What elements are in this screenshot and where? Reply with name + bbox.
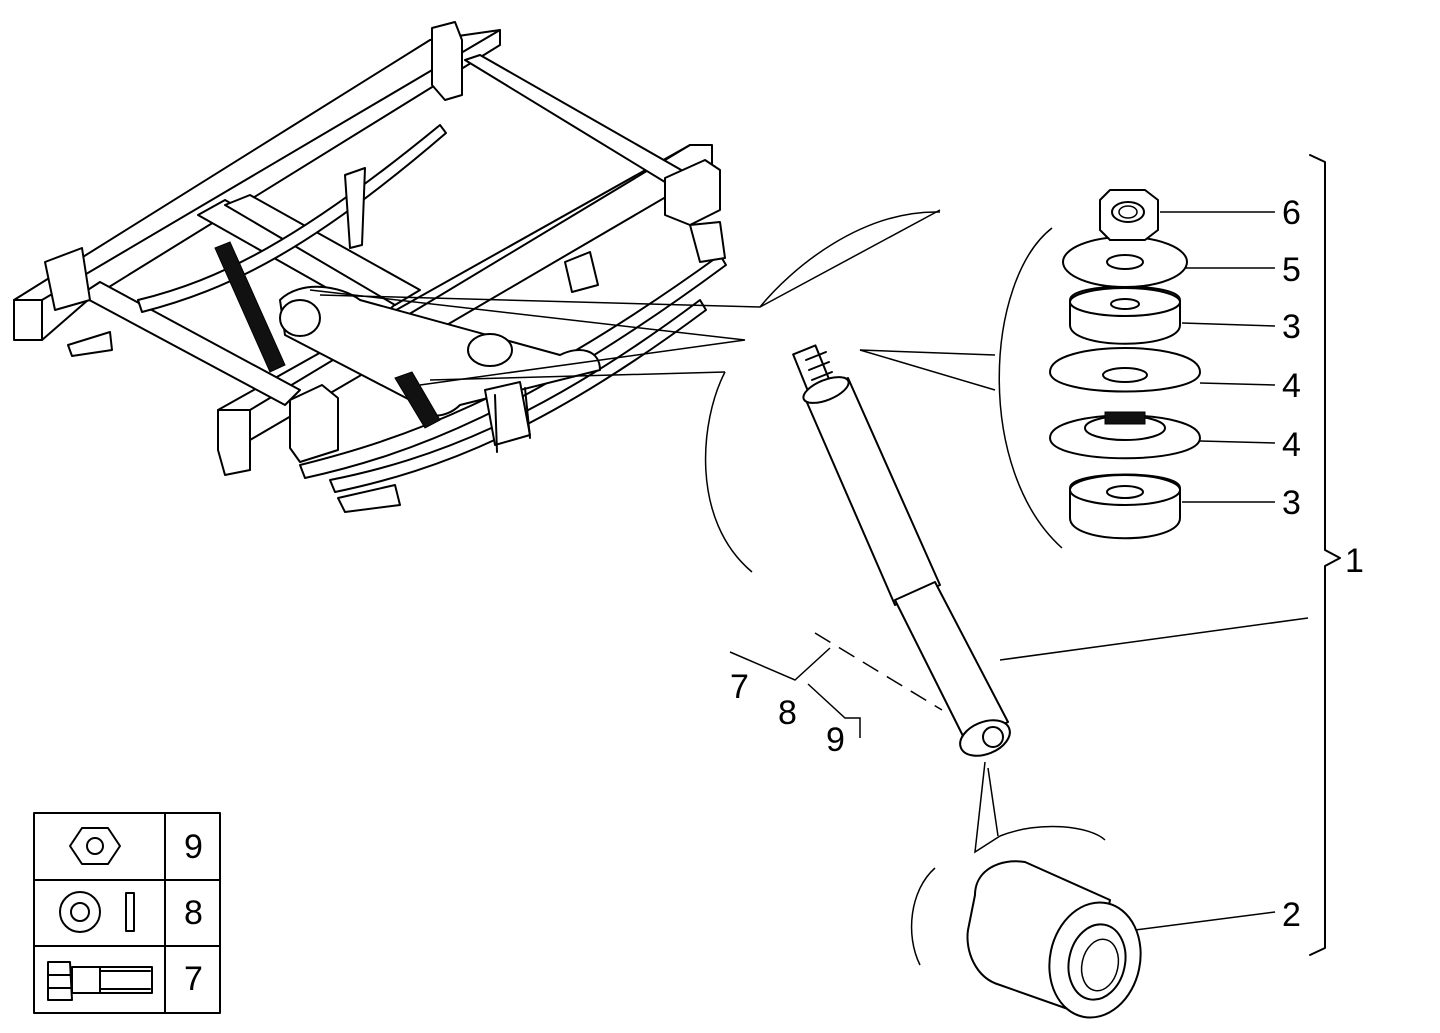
washer-icon xyxy=(59,891,135,933)
fastener-leader xyxy=(729,632,943,738)
legend-row-9-number: 9 xyxy=(184,828,203,866)
nut-icon xyxy=(69,827,121,865)
shock-absorber xyxy=(792,344,1011,757)
callout-5: 5 xyxy=(1282,251,1301,289)
mount-kit-leader xyxy=(859,349,996,391)
bolt-icon xyxy=(47,961,153,1001)
mount-kit-bracket-arc xyxy=(998,227,1063,549)
legend-row-7-number: 7 xyxy=(184,960,203,998)
callout-9: 9 xyxy=(826,721,845,759)
assembly-bracket xyxy=(1309,154,1341,956)
callout-1: 1 xyxy=(1345,542,1364,580)
callout-3-lower: 3 xyxy=(1282,484,1301,522)
chassis-leader-lines xyxy=(309,209,941,573)
callout-leader-lines xyxy=(999,211,1309,931)
upper-mount-parts xyxy=(1049,189,1201,540)
callout-2: 2 xyxy=(1282,896,1301,934)
callout-4-lower: 4 xyxy=(1282,426,1301,464)
callout-3-upper: 3 xyxy=(1282,308,1301,346)
callout-7: 7 xyxy=(730,668,749,706)
fastener-legend: 9 8 7 xyxy=(33,812,221,1014)
callout-labels: 6 5 3 4 4 3 1 2 7 8 9 xyxy=(730,194,1364,934)
chassis-frame-drawing xyxy=(13,21,727,513)
callout-6: 6 xyxy=(1282,194,1301,232)
callout-4-upper: 4 xyxy=(1282,367,1301,405)
callout-8: 8 xyxy=(778,694,797,732)
bushing-detail xyxy=(910,761,1142,1019)
legend-row-8-number: 8 xyxy=(184,894,203,932)
